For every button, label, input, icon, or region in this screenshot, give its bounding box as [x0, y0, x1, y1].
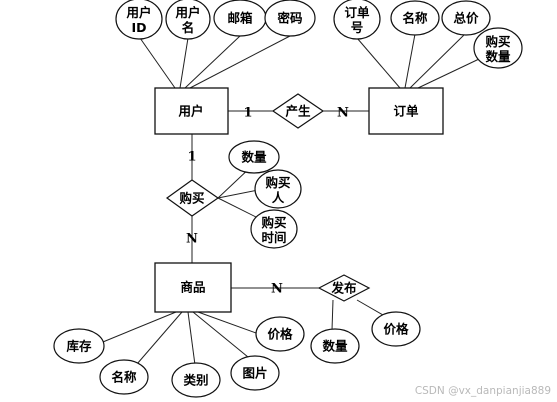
attribute-order-total: 总价	[441, 0, 491, 36]
attribute-user-name-label: 用户名	[174, 5, 200, 35]
relationship-buy-label: 购买	[179, 191, 204, 206]
cardinality-product-publish: N	[271, 282, 283, 297]
attribute-order-quantity: 购买数量	[473, 27, 523, 69]
attribute-user-password-label: 密码	[276, 11, 302, 26]
cardinality-user-buy: 1	[187, 150, 196, 165]
attribute-user-email: 邮箱	[213, 0, 267, 37]
attribute-buy-time-label: 购买时间	[261, 215, 286, 245]
relationship-buy: 购买	[165, 179, 220, 217]
attribute-product-name: 名称	[99, 359, 149, 395]
attribute-product-stock: 库存	[53, 328, 105, 364]
relationship-produce: 产生	[271, 93, 325, 129]
attribute-publish-price: 价格	[371, 311, 421, 347]
cardinality-user-produce: 1	[243, 106, 252, 121]
relationship-produce-label: 产生	[285, 104, 311, 119]
attribute-user-password: 密码	[264, 0, 316, 37]
attribute-product-name-label: 名称	[111, 370, 137, 385]
attribute-user-name: 用户名	[165, 0, 211, 40]
entity-user-label: 用户	[177, 104, 203, 119]
attribute-order-quantity-label: 购买数量	[484, 34, 511, 64]
attribute-order-number-label: 订单号	[344, 5, 370, 35]
attribute-buy-quantity: 数量	[228, 140, 280, 174]
attribute-product-category: 类别	[171, 362, 221, 398]
attribute-order-total-label: 总价	[453, 11, 479, 26]
entity-order: 订单	[368, 87, 444, 135]
relationship-publish: 发布	[317, 274, 371, 302]
attribute-publish-price-label: 价格	[383, 322, 409, 337]
attribute-buy-buyer: 购买人	[254, 169, 302, 209]
cardinality-buy-product: N	[186, 232, 198, 247]
watermark: CSDN @vx_danpianjia889	[414, 385, 551, 397]
connectors	[97, 33, 499, 366]
attribute-publish-quantity: 数量	[310, 328, 360, 364]
relationship-publish-label: 发布	[330, 281, 357, 296]
entity-user: 用户	[154, 87, 229, 135]
attribute-user-email-label: 邮箱	[227, 11, 253, 26]
attribute-order-name-label: 名称	[402, 11, 428, 26]
attribute-product-price: 价格	[255, 316, 305, 352]
cardinality-produce-order: N	[337, 106, 349, 121]
attribute-product-stock-label: 库存	[66, 339, 92, 354]
attribute-buy-quantity-label: 数量	[240, 150, 267, 165]
entity-product: 商品	[154, 262, 232, 313]
attribute-product-image: 图片	[230, 355, 280, 391]
attribute-publish-quantity-label: 数量	[321, 339, 348, 354]
entity-product-label: 商品	[180, 280, 205, 295]
attribute-order-number: 订单号	[333, 0, 381, 40]
attribute-buy-buyer-label: 购买人	[265, 175, 290, 205]
attribute-product-price-label: 价格	[267, 327, 293, 342]
attribute-order-name: 名称	[390, 0, 440, 36]
entity-order-label: 订单	[393, 104, 419, 119]
attribute-product-category-label: 类别	[183, 373, 208, 388]
attribute-buy-time: 购买时间	[250, 209, 298, 249]
attribute-product-image-label: 图片	[242, 366, 267, 381]
